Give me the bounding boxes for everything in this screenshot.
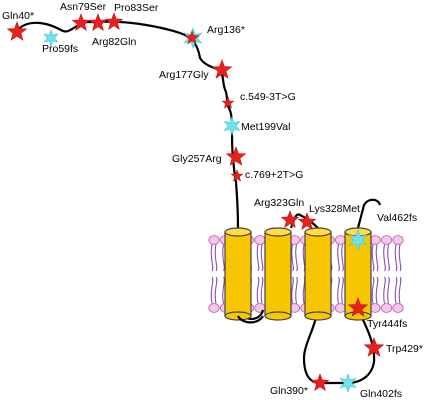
- red-star-icon: [310, 373, 330, 391]
- helix-1: [224, 227, 252, 321]
- red-star-icon: [88, 13, 108, 31]
- helix-2: [264, 227, 292, 321]
- cyan-star-icon: [339, 373, 357, 393]
- cyan-star-icon: [223, 116, 241, 136]
- mutation-marker-tyr444fs: [347, 297, 369, 317]
- mutation-label-gly257arg: Gly257Arg: [172, 153, 222, 165]
- mutation-label-met199val: Met199Val: [241, 121, 290, 133]
- red-star-icon: [347, 297, 369, 317]
- lipid-molecule: [334, 235, 347, 313]
- mutation-label-arg177gly: Arg177Gly: [159, 69, 209, 81]
- helix-3: [304, 227, 332, 321]
- red-star-icon: [6, 21, 28, 41]
- cyan-star-icon: [348, 229, 368, 251]
- lipid-molecule: [254, 235, 266, 313]
- mutation-marker-arg177gly: [211, 59, 233, 79]
- mutation-marker-asn79ser: [71, 13, 91, 31]
- mutation-label-tyr444fs: Tyr444fs: [367, 318, 407, 330]
- red-star-icon: [363, 337, 385, 357]
- mutation-label-pro59fs: Pro59fs: [42, 43, 78, 55]
- mutation-marker-lys328met: [297, 212, 317, 230]
- mutation-marker-gln40: [6, 21, 28, 41]
- red-star-icon: [280, 210, 300, 228]
- mutation-label-arg82gln: Arg82Gln: [92, 36, 137, 48]
- red-star-icon: [297, 212, 317, 230]
- mutation-markers: [6, 12, 385, 393]
- red-star-icon: [71, 13, 91, 31]
- cyan-star-icon: [43, 29, 59, 47]
- mutation-marker-trp429: [363, 337, 385, 357]
- mutation-label-gln390: Gln390*: [270, 385, 308, 397]
- mutation-label-lys328met: Lys328Met: [309, 203, 360, 215]
- mutation-label-asn79ser: Asn79Ser: [60, 1, 107, 13]
- red-star-icon: [225, 146, 247, 166]
- red-star-icon: [104, 12, 124, 30]
- transmembrane-loops: [237, 198, 382, 385]
- mutation-marker-pro59fs: [43, 29, 59, 47]
- lipid-molecule: [380, 235, 393, 313]
- mutation-label-pro83ser: Pro83Ser: [114, 2, 159, 14]
- mutation-marker-arg136: [183, 27, 203, 49]
- mutation-label-gln40: Gln40*: [2, 10, 34, 22]
- mutation-marker-arg82gln: [88, 13, 108, 31]
- mutation-label-gln402fs: Gln402fs: [360, 388, 402, 400]
- mutation-label-c549: c.549-3T>G: [240, 91, 296, 103]
- lipid-molecule: [208, 235, 220, 313]
- transmembrane-helices: [224, 227, 372, 324]
- mutation-marker-gln402fs: [339, 373, 357, 393]
- mutation-marker-c549: [221, 96, 235, 109]
- mutation-marker-c769: [230, 169, 244, 182]
- lipid-molecule: [392, 235, 404, 313]
- red-star-icon: [230, 169, 244, 182]
- mutation-label-c769: c.769+2T>G: [245, 169, 303, 181]
- mutation-marker-gly257arg: [225, 146, 247, 166]
- mutation-label-val462fs: Val462fs: [377, 212, 417, 224]
- mutation-marker-met199val: [223, 116, 241, 136]
- red-star-icon: [221, 96, 235, 109]
- mutation-marker-pro83ser: [104, 12, 124, 30]
- red-star-icon: [211, 59, 233, 79]
- mutation-marker-gln390: [310, 373, 330, 391]
- mutation-label-arg323gln: Arg323Gln: [254, 197, 304, 209]
- mutation-label-trp429: Trp429*: [386, 343, 423, 355]
- mutation-marker-arg323gln: [280, 210, 300, 228]
- mutation-label-arg136: Arg136*: [207, 24, 245, 36]
- red-star-icon: [184, 30, 200, 45]
- mutation-marker-val462fs: [348, 229, 368, 251]
